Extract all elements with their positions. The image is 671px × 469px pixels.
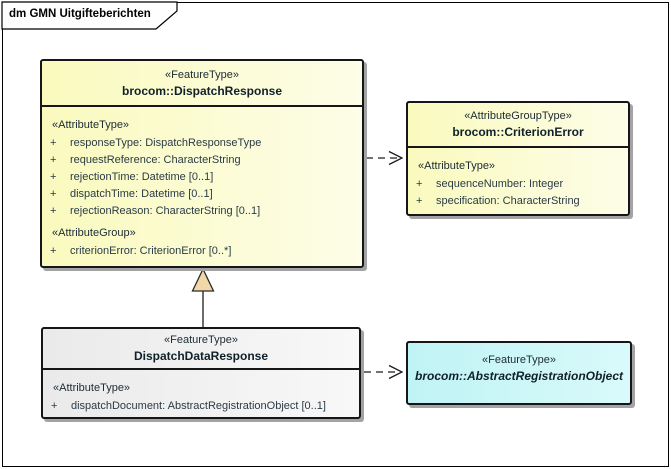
open-arrowhead-icon (388, 364, 404, 380)
class-stereotype: «FeatureType» (164, 334, 238, 346)
class-stereotype: «FeatureType» (165, 68, 239, 81)
attribute-text: responseType: DispatchResponseType (70, 136, 262, 149)
attribute-text: rejectionReason: CharacterString [0..1] (70, 204, 261, 217)
visibility-marker: + (50, 170, 57, 183)
section-label: «AttributeType» (53, 382, 131, 394)
attribute-text: requestReference: CharacterString (70, 153, 241, 166)
attribute-row: + rejectionReason: CharacterString [0..1… (42, 202, 362, 219)
attribute-row: + specification: CharacterString (408, 192, 628, 209)
section-label: «AttributeGroup» (52, 227, 136, 239)
class-criterion-error[interactable]: «AttributeGroupType» brocom::CriterionEr… (406, 101, 630, 216)
section-label: «AttributeType» (52, 119, 130, 131)
class-abstract-registration-object[interactable]: «FeatureType» brocom::AbstractRegistrati… (406, 341, 632, 405)
class-dispatch-response[interactable]: «FeatureType» brocom::DispatchResponse «… (40, 59, 364, 268)
class-header: «FeatureType» DispatchDataResponse (43, 329, 359, 370)
attribute-row: + criterionError: CriterionError [0..*] (42, 242, 362, 259)
class-header: «FeatureType» brocom::AbstractRegistrati… (408, 343, 630, 403)
visibility-marker: + (416, 177, 423, 190)
section-label: «AttributeType» (418, 160, 496, 172)
class-stereotype: «FeatureType» (482, 354, 556, 366)
attributes-compartment: «AttributeType» + dispatchDocument: Abst… (43, 370, 359, 414)
generalization-connector[interactable] (191, 267, 215, 327)
open-arrowhead-icon (388, 150, 404, 166)
visibility-marker: + (50, 204, 57, 217)
visibility-marker: + (50, 153, 57, 166)
generalization-arrowhead-icon (191, 267, 215, 292)
attribute-text: dispatchDocument: AbstractRegistrationOb… (71, 399, 326, 412)
attribute-row: + requestReference: CharacterString (42, 151, 362, 168)
attributes-compartment: «AttributeType» + sequenceNumber: Intege… (408, 148, 628, 209)
attribute-row: + responseType: DispatchResponseType (42, 134, 362, 151)
attribute-text: criterionError: CriterionError [0..*] (70, 244, 232, 257)
attribute-text: rejectionTime: Datetime [0..1] (70, 170, 214, 183)
visibility-marker: + (50, 136, 57, 149)
visibility-marker: + (51, 399, 58, 412)
class-name: brocom::DispatchResponse (121, 83, 283, 98)
class-name: brocom::CriterionError (452, 125, 584, 139)
class-stereotype: «AttributeGroupType» (464, 110, 572, 122)
dependency-connector-abstract-registration-object[interactable] (364, 364, 404, 380)
attribute-row: + dispatchDocument: AbstractRegistration… (43, 397, 359, 414)
class-header: «FeatureType» brocom::DispatchResponse (42, 61, 362, 107)
visibility-marker: + (416, 194, 423, 207)
class-name: brocom::AbstractRegistrationObject (414, 369, 624, 383)
visibility-marker: + (50, 187, 57, 200)
attribute-text: sequenceNumber: Integer (436, 177, 564, 190)
diagram-title: dm GMN Uitgifteberichten (9, 8, 151, 20)
dependency-connector-criterion-error[interactable] (366, 150, 404, 166)
attribute-row: + dispatchTime: Datetime [0..1] (42, 185, 362, 202)
attribute-text: dispatchTime: Datetime [0..1] (70, 187, 213, 200)
diagram-title-tab (1, 1, 178, 30)
attribute-text: specification: CharacterString (436, 194, 580, 207)
class-name: DispatchDataResponse (133, 349, 269, 363)
class-dispatch-data-response[interactable]: «FeatureType» DispatchDataResponse «Attr… (41, 327, 361, 419)
attribute-row: + rejectionTime: Datetime [0..1] (42, 168, 362, 185)
attributes-compartment: «AttributeType» + responseType: Dispatch… (42, 107, 362, 259)
class-header: «AttributeGroupType» brocom::CriterionEr… (408, 103, 628, 148)
visibility-marker: + (50, 244, 57, 257)
attribute-row: + sequenceNumber: Integer (408, 175, 628, 192)
